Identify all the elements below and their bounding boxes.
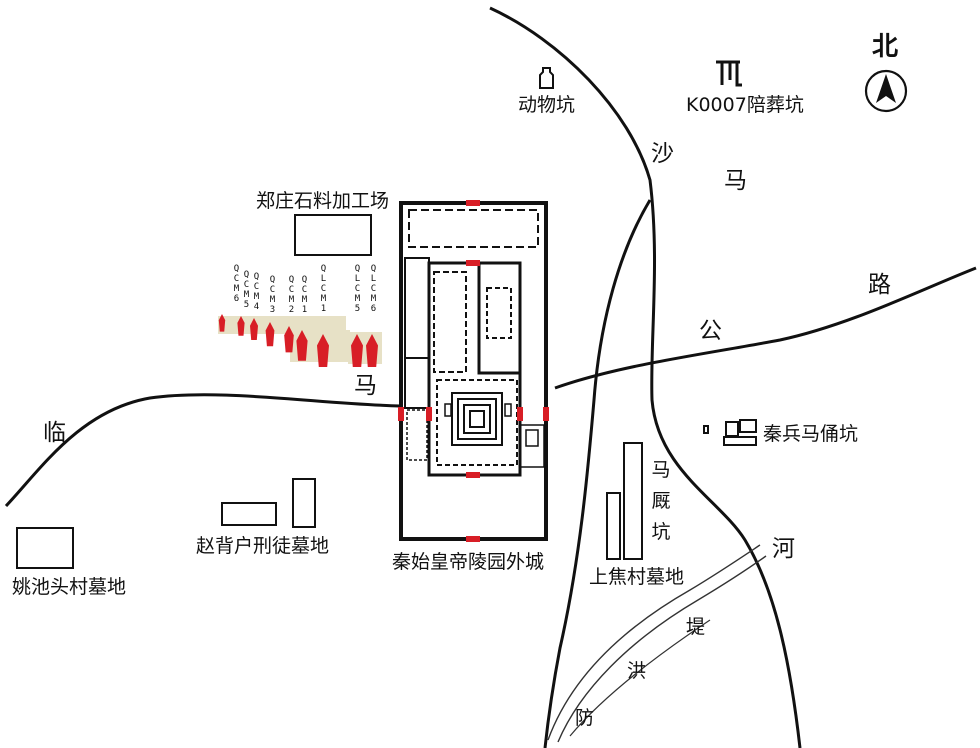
east-structure-inner bbox=[525, 429, 539, 447]
gate-marker bbox=[466, 536, 480, 542]
mound-side-e bbox=[504, 403, 512, 417]
tomb-shadow bbox=[218, 316, 346, 334]
mound-1 bbox=[451, 392, 503, 446]
levee-fang-label: 防 bbox=[575, 707, 595, 729]
gate-marker bbox=[466, 200, 480, 206]
north-arrow-icon bbox=[864, 69, 908, 113]
k0007-label: K0007陪葬坑 bbox=[686, 94, 804, 116]
tomb-code: QCM1 bbox=[301, 275, 308, 315]
mound-side-w bbox=[444, 403, 452, 417]
convict-cemetery-label: 赵背户刑徒墓地 bbox=[196, 535, 330, 557]
tomb-code: QCM6 bbox=[233, 264, 240, 304]
tomb-markers bbox=[218, 314, 382, 367]
north-label: 北 bbox=[871, 32, 898, 62]
tomb-code: QCM5 bbox=[243, 270, 250, 310]
north-indicator: 北 bbox=[860, 32, 910, 62]
yaochitou-site bbox=[16, 527, 74, 569]
gate-marker bbox=[398, 407, 404, 421]
levee-di-label: 堤 bbox=[686, 616, 706, 638]
tomb-marker bbox=[351, 334, 363, 367]
gate-marker bbox=[543, 407, 549, 421]
east-structure bbox=[519, 424, 545, 468]
road-ma-label: 马 bbox=[354, 373, 377, 399]
west-annex-2 bbox=[404, 357, 430, 409]
gate-marker bbox=[466, 260, 480, 266]
sha-river-east-bank bbox=[543, 199, 652, 748]
inner-wall bbox=[427, 261, 522, 477]
terracotta-label: 秦兵马俑坑 bbox=[763, 423, 859, 445]
tomb-marker bbox=[296, 330, 308, 361]
shangjiao-site bbox=[606, 492, 621, 560]
west-structure bbox=[406, 409, 428, 461]
yaochitou-label: 姚池头村墓地 bbox=[12, 576, 127, 598]
outer-wall bbox=[399, 201, 548, 541]
tomb-marker bbox=[366, 334, 378, 367]
levee-hong-label: 洪 bbox=[627, 660, 647, 682]
inner-hall-east-dashed bbox=[486, 287, 512, 339]
road-sha-label: 沙 bbox=[651, 141, 674, 167]
tomb-marker bbox=[218, 314, 226, 332]
tomb-marker bbox=[317, 334, 329, 367]
levee-line-3 bbox=[569, 619, 711, 737]
tomb-marker bbox=[284, 326, 294, 353]
road-lin-label: 临 bbox=[43, 420, 66, 446]
road-ma2-label: 马 bbox=[724, 168, 747, 194]
shangjiao-label: 上焦村墓地 bbox=[589, 566, 685, 588]
stable-pit-label: 马厩坑 bbox=[651, 459, 671, 543]
quarry-label: 郑庄石料加工场 bbox=[256, 190, 390, 212]
gate-marker bbox=[517, 407, 523, 421]
convict-cemetery-b bbox=[292, 478, 316, 528]
inner-hall-west bbox=[433, 271, 467, 373]
terracotta-icon bbox=[703, 419, 757, 446]
animal-pit-label: 动物坑 bbox=[518, 94, 576, 116]
inner-hall-east bbox=[477, 261, 522, 375]
north-enclosure bbox=[408, 209, 539, 248]
quarry-site bbox=[294, 214, 372, 256]
tomb-code: QLCM5 bbox=[354, 264, 361, 314]
levee-line-2 bbox=[557, 555, 767, 743]
tomb-code: QLCM6 bbox=[370, 264, 377, 314]
road-gong-label: 公 bbox=[699, 318, 722, 344]
k0007-icon bbox=[716, 60, 742, 87]
outer-wall-label: 秦始皇帝陵园外城 bbox=[392, 551, 545, 573]
tomb-code: QCM3 bbox=[269, 275, 276, 315]
lin-ma-road bbox=[4, 393, 401, 508]
convict-cemetery-a bbox=[221, 502, 277, 526]
gate-marker bbox=[426, 407, 432, 421]
mound-outer bbox=[436, 379, 518, 466]
west-annex bbox=[404, 257, 430, 359]
gate-markers bbox=[398, 200, 549, 542]
sha-river-west-bank bbox=[489, 6, 802, 748]
mound-3 bbox=[463, 404, 491, 434]
animal-pit-icon bbox=[539, 67, 554, 89]
gate-marker bbox=[466, 472, 480, 478]
river-label: 河 bbox=[772, 536, 795, 562]
levee-line-1 bbox=[547, 544, 761, 741]
sha-ma-road bbox=[554, 266, 977, 390]
tomb-code: QCM4 bbox=[253, 272, 260, 312]
tomb-marker bbox=[237, 316, 245, 336]
tomb-code: QLCM1 bbox=[320, 264, 327, 314]
mound-2 bbox=[457, 398, 497, 440]
road-lu-label: 路 bbox=[868, 272, 891, 298]
tomb-marker bbox=[265, 322, 275, 347]
tomb-marker bbox=[250, 318, 258, 340]
mound-4 bbox=[469, 410, 485, 428]
tomb-code: QCM2 bbox=[288, 275, 295, 315]
stable-pit bbox=[623, 442, 643, 560]
